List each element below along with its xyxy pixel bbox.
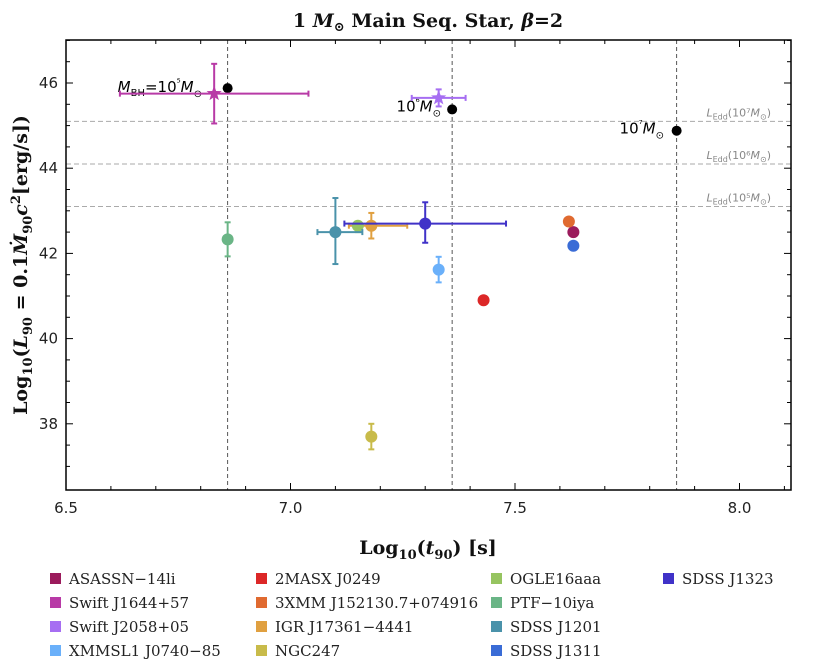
legend-item-ngc247: NGC247 xyxy=(256,642,340,660)
svg-text:Log10(L90 = 0.1Ṁ90c2[erg/s]): Log10(L90 = 0.1Ṁ90c2[erg/s]) xyxy=(9,115,36,415)
data-point-sdss-j1201 xyxy=(316,197,364,266)
plot-frame xyxy=(65,39,792,491)
circle-marker xyxy=(329,226,342,239)
circle-marker xyxy=(562,215,575,228)
bh-mass-label: 10⁶M⊙ xyxy=(397,97,441,119)
y-tick-label: 40 xyxy=(39,330,58,348)
legend-swatch xyxy=(491,597,502,608)
legend-label: XMMSL1 J0740−85 xyxy=(69,642,221,660)
eddington-label: LEdd(10⁶M⊙) xyxy=(706,149,771,164)
legend-swatch xyxy=(50,597,61,608)
circle-marker xyxy=(567,226,580,239)
data-point-sdss-j1323 xyxy=(343,201,508,244)
data-point-ngc247 xyxy=(365,422,378,451)
legend-label: ASASSN−14li xyxy=(68,570,176,588)
circle-marker xyxy=(432,263,445,276)
legend-item-asassn-14li: ASASSN−14li xyxy=(50,570,176,588)
eddington-label: LEdd(10⁵M⊙) xyxy=(706,192,771,207)
data-point-sdss-j1311 xyxy=(567,239,580,252)
legend-label: 3XMM J152130.7+074916 xyxy=(275,594,478,612)
star-marker xyxy=(431,89,447,105)
data-point-xmmsl1-j0740-85 xyxy=(432,255,445,284)
y-axis-label: Log10(L90 = 0.1Ṁ90c2[erg/s]) xyxy=(9,115,36,415)
circle-marker xyxy=(477,294,490,307)
legend-label: Swift J1644+57 xyxy=(69,594,189,612)
eddington-label: LEdd(10⁷M⊙) xyxy=(706,106,771,121)
circle-marker xyxy=(567,239,580,252)
legend-label: SDSS J1323 xyxy=(682,570,774,588)
legend-label: 2MASX J0249 xyxy=(275,570,381,588)
legend-item-sdss-j1201: SDSS J1201 xyxy=(491,618,602,636)
svg-text:1 M⊙ Main Seq. Star, β=2: 1 M⊙ Main Seq. Star, β=2 xyxy=(293,10,563,35)
legend-item-swift-j1644-57: Swift J1644+57 xyxy=(50,594,189,612)
x-tick-label: 7.5 xyxy=(503,499,527,517)
legend-swatch xyxy=(256,573,267,584)
y-tick-label: 42 xyxy=(39,244,58,262)
legend-item-ptf-10iya: PTF−10iya xyxy=(491,594,594,612)
chart-title: 1 M⊙ Main Seq. Star, β=2 xyxy=(293,10,563,35)
legend-label: Swift J2058+05 xyxy=(69,618,189,636)
data-point-swift-j2058-05 xyxy=(410,88,467,108)
legend-item-ogle16aaa: OGLE16aaa xyxy=(491,570,601,588)
bh-mass-label: MBH=10⁵M⊙ xyxy=(118,78,202,100)
legend-label: NGC247 xyxy=(275,642,340,660)
y-tick-label: 46 xyxy=(39,74,58,92)
legend-swatch xyxy=(50,645,61,656)
star-marker xyxy=(206,85,222,101)
circle-marker xyxy=(221,233,234,246)
bh-mass-marker xyxy=(671,125,682,136)
legend-label: SDSS J1311 xyxy=(510,642,602,660)
legend-swatch xyxy=(663,573,674,584)
bh-mass-label: 10⁷M⊙ xyxy=(620,120,664,142)
legend-swatch xyxy=(491,573,502,584)
data-point-2masx-j0249 xyxy=(477,294,490,307)
legend-item-igr-j17361-4441: IGR J17361−4441 xyxy=(256,618,413,636)
legend-label: PTF−10iya xyxy=(510,594,594,612)
data-point-ptf-10iya xyxy=(221,221,234,258)
y-tick-label: 38 xyxy=(39,415,58,433)
x-tick-label: 8.0 xyxy=(728,499,752,517)
legend-label: SDSS J1201 xyxy=(510,618,602,636)
legend-swatch xyxy=(50,621,61,632)
legend-label: OGLE16aaa xyxy=(510,570,601,588)
legend-item-swift-j2058-05: Swift J2058+05 xyxy=(50,618,189,636)
legend-swatch xyxy=(491,645,502,656)
legend-swatch xyxy=(256,621,267,632)
legend-item-2masx-j0249: 2MASX J0249 xyxy=(256,570,381,588)
legend-swatch xyxy=(491,621,502,632)
data-point-3xmm-j152130-7-074916 xyxy=(562,215,575,228)
circle-marker xyxy=(365,219,378,232)
x-axis-label: Log10(t90) [s] xyxy=(359,537,497,563)
legend-item-xmmsl1-j0740-85: XMMSL1 J0740−85 xyxy=(50,642,221,660)
bh-mass-marker xyxy=(222,83,233,94)
legend-label: IGR J17361−4441 xyxy=(275,618,413,636)
x-tick-label: 6.5 xyxy=(54,499,78,517)
circle-marker xyxy=(365,430,378,443)
data-point-swift-j1644-57 xyxy=(118,62,310,125)
y-tick-label: 44 xyxy=(39,159,58,177)
legend-swatch xyxy=(256,597,267,608)
x-tick-label: 7.0 xyxy=(279,499,303,517)
data-point-asassn-14li xyxy=(567,226,580,239)
legend-item-3xmm-j152130-7-074916: 3XMM J152130.7+074916 xyxy=(256,594,478,612)
legend-swatch xyxy=(50,573,61,584)
legend-swatch xyxy=(256,645,267,656)
svg-text:Log10(t90) [s]: Log10(t90) [s] xyxy=(359,537,497,563)
bh-mass-marker xyxy=(447,104,458,115)
circle-marker xyxy=(419,217,432,230)
legend-item-sdss-j1323: SDSS J1323 xyxy=(663,570,774,588)
legend-item-sdss-j1311: SDSS J1311 xyxy=(491,642,602,660)
